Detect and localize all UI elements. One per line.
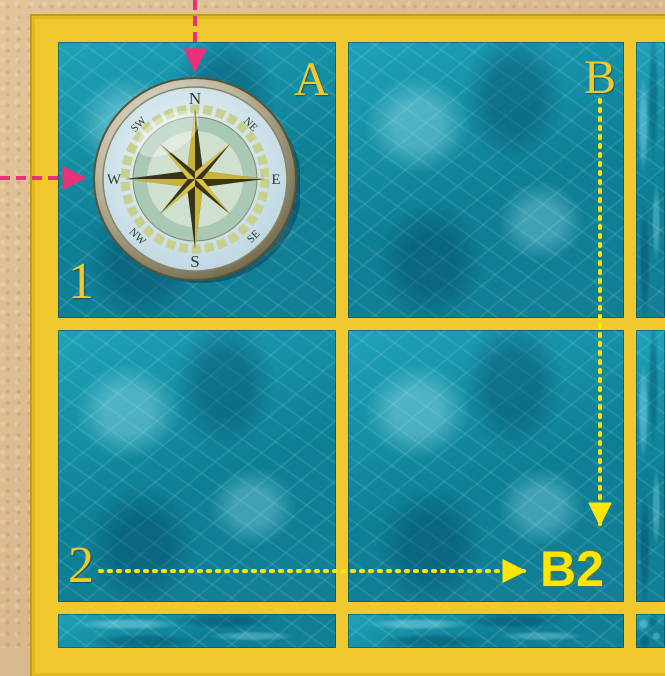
compass-label-e: E [271, 172, 280, 188]
compass-label-w: W [107, 172, 122, 188]
coordinate-label: B2 [540, 540, 604, 598]
cell-C1[interactable] [636, 42, 665, 318]
compass-label-s: S [190, 252, 199, 271]
cell-B3[interactable] [348, 614, 624, 648]
compass-label-n: N [189, 89, 201, 108]
cell-B1[interactable] [348, 42, 624, 318]
row-label-2: 2 [68, 536, 94, 595]
cell-A3[interactable] [58, 614, 336, 648]
cell-A2[interactable] [58, 330, 336, 602]
column-label-b: B [584, 50, 616, 105]
compass-rose-icon[interactable]: N NE E SE S SW W NW [90, 74, 300, 284]
cell-C3[interactable] [636, 614, 665, 648]
cell-C2[interactable] [636, 330, 665, 602]
